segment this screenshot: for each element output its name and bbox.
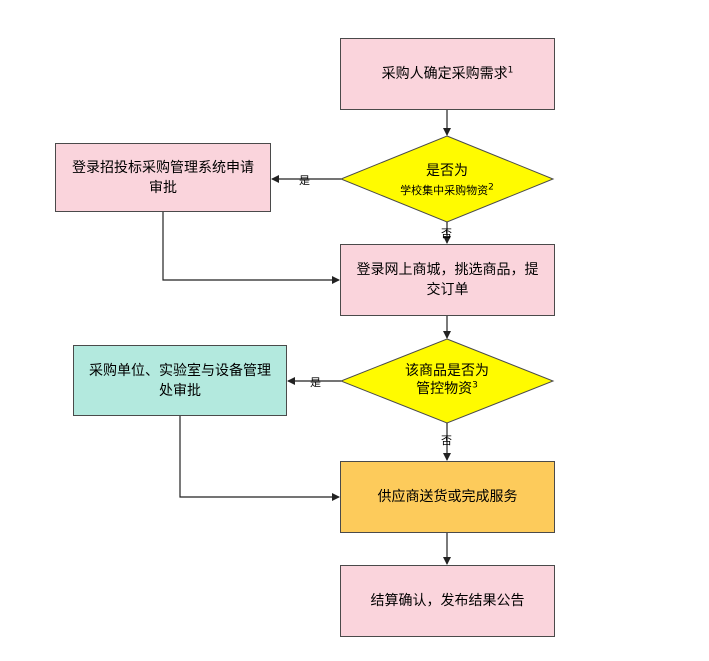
node-supplier-deliver-text: 供应商送货或完成服务 bbox=[377, 489, 518, 505]
node-settlement-text: 结算确认，发布结果公告 bbox=[370, 593, 525, 609]
node-online-mall-text: 登录网上商城，挑选商品，提 交订单 bbox=[356, 262, 539, 298]
node-supplier-deliver: 供应商送货或完成服务 bbox=[340, 461, 555, 533]
node-lab-approval-text: 采购单位、实验室与设备管理 处审批 bbox=[89, 362, 271, 399]
node-buyer-confirm-text: 采购人确定采购需求1 bbox=[381, 65, 514, 82]
node-lab-approval: 采购单位、实验室与设备管理 处审批 bbox=[73, 345, 287, 416]
decision-controlled-text: 该商品是否为 管控物资3 bbox=[405, 363, 489, 397]
node-buyer-confirm: 采购人确定采购需求1 bbox=[340, 38, 555, 110]
node-bidding-system-text: 登录招投标采购管理系统申请 审批 bbox=[72, 159, 254, 196]
edge-label-no-2: 否 bbox=[441, 434, 452, 447]
edge-label-no-1: 否 bbox=[441, 227, 452, 240]
edge-label-yes-1: 是 bbox=[299, 174, 310, 187]
decision-central-text: 是否为 学校集中采购物资2 bbox=[400, 163, 494, 197]
arrow-bidding-to-mall bbox=[162, 212, 340, 284]
node-settlement: 结算确认，发布结果公告 bbox=[340, 565, 555, 637]
node-bidding-system: 登录招投标采购管理系统申请 审批 bbox=[55, 143, 271, 212]
node-online-mall: 登录网上商城，挑选商品，提 交订单 bbox=[340, 244, 555, 316]
edge-label-yes-2: 是 bbox=[310, 376, 321, 389]
arrow-lab-to-supplier bbox=[179, 416, 340, 501]
